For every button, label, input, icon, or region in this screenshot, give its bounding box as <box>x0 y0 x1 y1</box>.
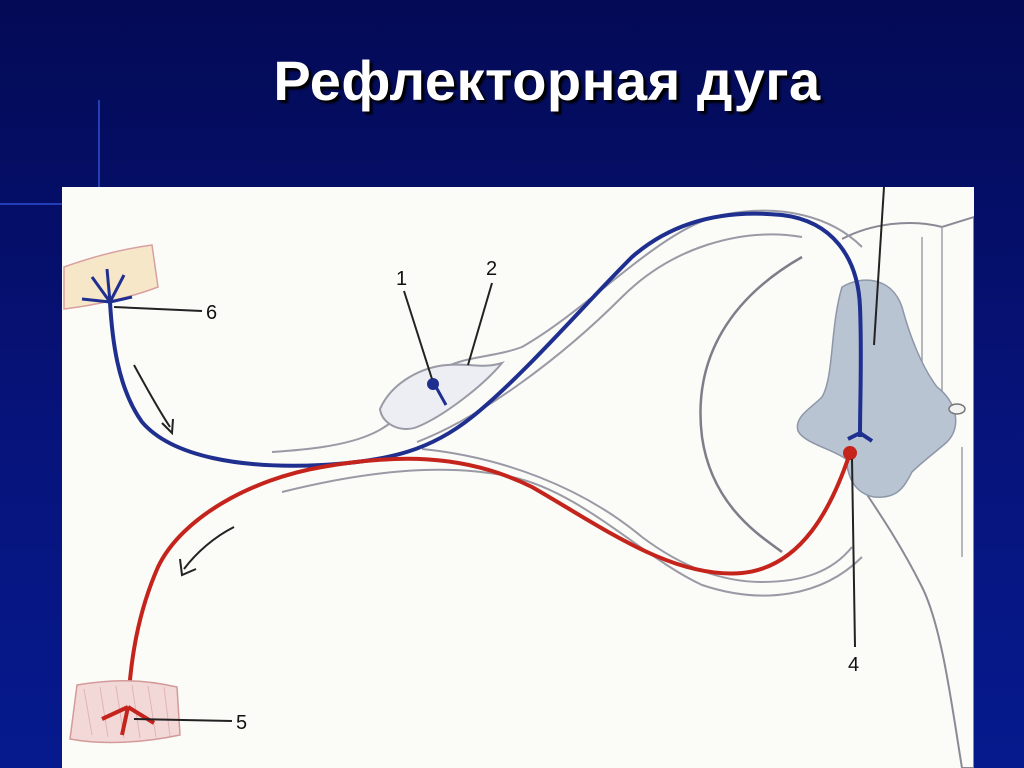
white-matter-boundary <box>699 255 803 554</box>
sensory-neuron-cell-body <box>427 378 439 390</box>
motor-end-plate <box>101 705 156 736</box>
sensory-synapse <box>847 430 874 443</box>
label-4: 4 <box>848 654 859 676</box>
label-2: 2 <box>486 258 497 280</box>
reflex-arc-diagram: 1 2 4 5 6 <box>63 187 974 768</box>
label-5: 5 <box>236 712 247 734</box>
receptor-endings <box>81 268 133 304</box>
dorsal-root-sheath-inner <box>416 233 803 443</box>
sensory-direction-arrowhead <box>161 418 174 436</box>
leader-line-2 <box>467 282 493 366</box>
decorative-accent-line-horizontal <box>0 203 62 205</box>
motor-neuron-cell-body <box>843 446 857 460</box>
spinal-cord-outline <box>841 215 974 768</box>
spinal-grey-matter <box>796 279 957 498</box>
motor-neuron-pathway <box>126 452 852 708</box>
leader-line-4 <box>851 458 856 648</box>
dorsal-root-sheath <box>271 209 863 453</box>
label-6: 6 <box>206 302 217 324</box>
motor-direction-arrowhead <box>179 558 197 577</box>
decorative-accent-line-vertical <box>98 100 100 188</box>
reflex-arc-figure: 1 2 4 5 6 <box>62 187 974 768</box>
label-1: 1 <box>396 268 407 290</box>
leader-line-3 <box>873 187 885 346</box>
ventral-root-sheath-outer <box>281 468 863 597</box>
leader-line-6 <box>113 306 203 312</box>
receptor-tissue <box>63 244 159 310</box>
central-canal <box>948 403 966 415</box>
ventral-root-sheath <box>421 448 853 584</box>
motor-direction-arrow <box>183 526 235 570</box>
slide-title: Рефлекторная дуга <box>273 49 821 112</box>
sensory-neuron-pathway <box>108 211 863 468</box>
leader-line-1 <box>403 290 433 380</box>
sensory-direction-arrow <box>133 364 171 428</box>
sensory-neuron-axon-to-ganglion <box>434 386 448 406</box>
leader-line-5 <box>133 718 233 722</box>
